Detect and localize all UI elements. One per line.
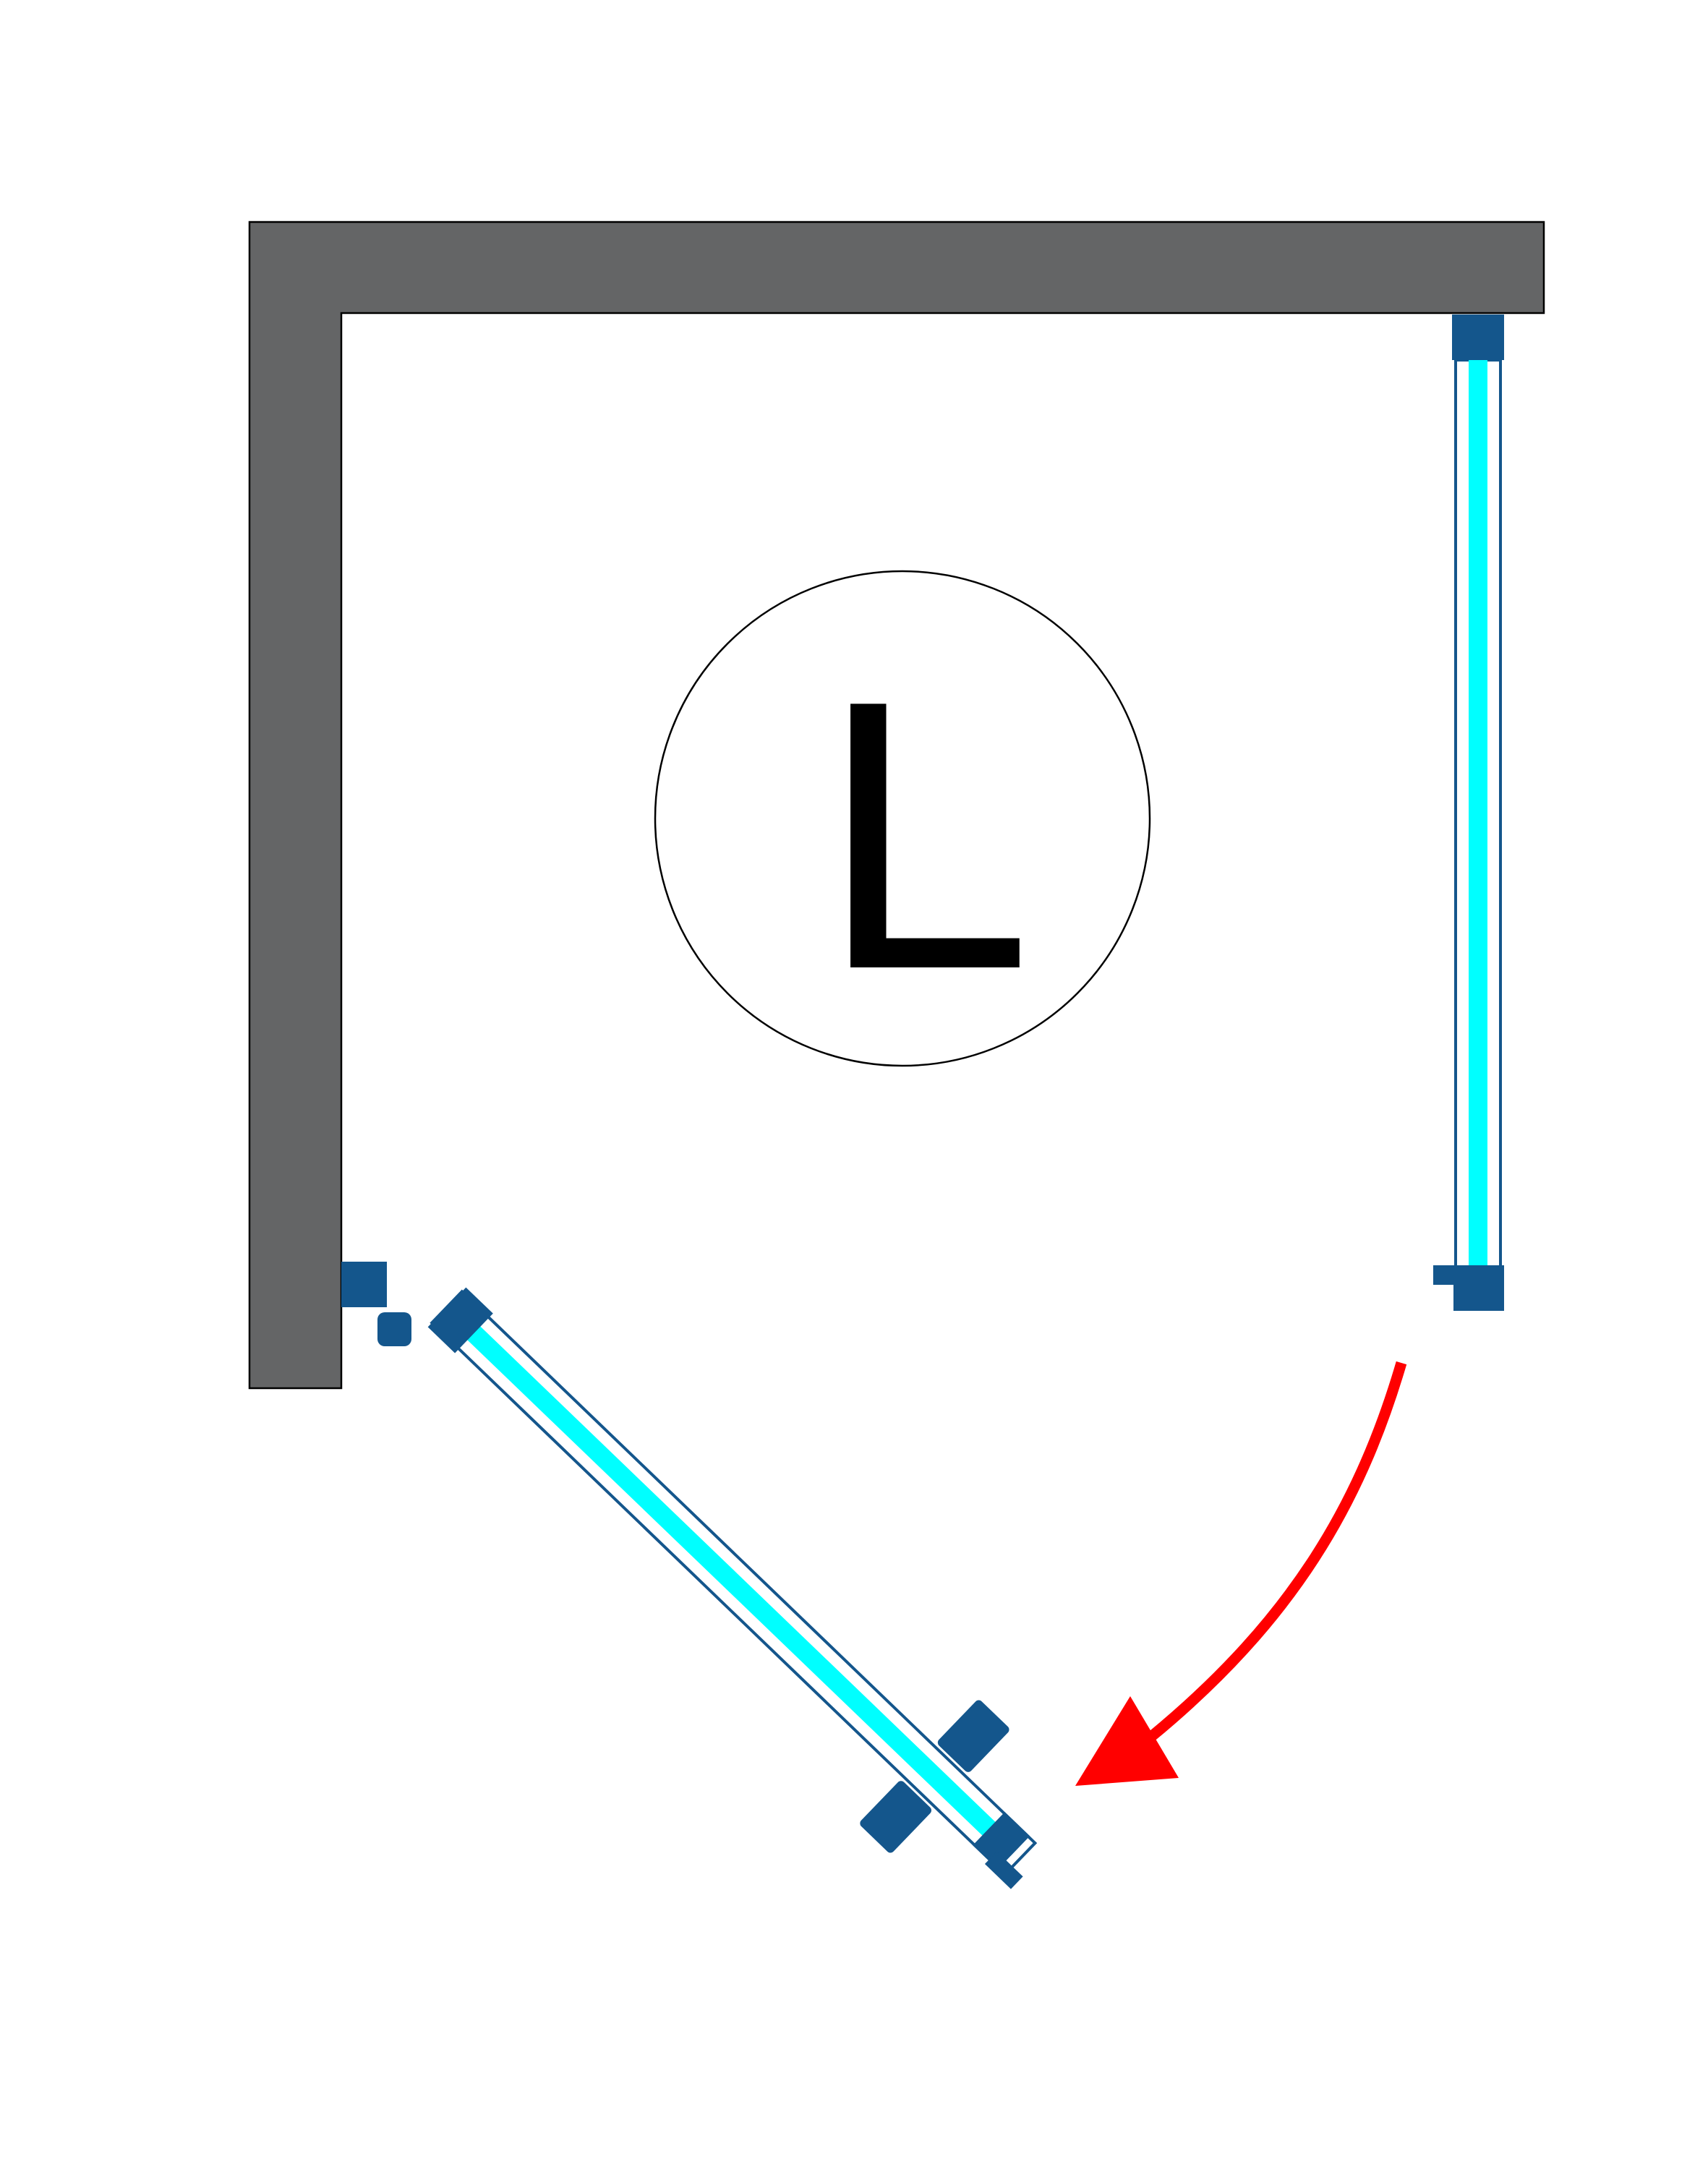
door-handle-inner [860, 1781, 932, 1853]
wall-hinge-knob [377, 1312, 411, 1346]
label-badge-circle [654, 570, 1151, 1067]
door-panel [427, 1287, 1038, 1889]
door-end-cap [973, 1812, 1030, 1870]
fixed-panel-bottom-tab [1433, 1265, 1455, 1285]
arrow-head [1075, 1696, 1179, 1786]
arrow-shaft [1148, 1361, 1407, 1741]
door-hinge-block [427, 1287, 493, 1353]
door-panel-glass [460, 1319, 1000, 1840]
wall-l-shape [248, 221, 1545, 1390]
orientation-label: L [819, 621, 1033, 1049]
fixed-panel [1433, 315, 1504, 1311]
door-handle-outer [937, 1700, 1009, 1772]
fixed-panel-top-bracket [1452, 315, 1504, 360]
wall-hinge-bracket [341, 1262, 387, 1307]
door-end-tab [984, 1851, 1023, 1889]
fixed-panel-glass [1469, 360, 1487, 1267]
curved-arrow-icon [1075, 1361, 1407, 1786]
fixed-panel-bottom-bracket [1453, 1265, 1504, 1311]
